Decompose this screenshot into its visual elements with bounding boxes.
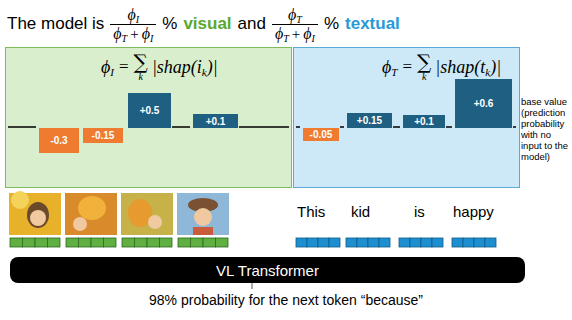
formula-text: textual — [345, 14, 400, 34]
formula-part: k — [202, 66, 207, 78]
formula-text: visual — [183, 14, 231, 34]
formula-part: = — [402, 57, 412, 77]
numerator: ϕT — [285, 6, 305, 24]
denominator: ϕT+ϕI — [110, 24, 156, 43]
formula-text: T — [122, 33, 128, 44]
base-value-note: base value (prediction probability with … — [521, 96, 570, 162]
shap-bar: +0.1 — [403, 115, 445, 128]
formula-text: T — [283, 33, 289, 44]
block-label: VL Transformer — [216, 262, 319, 279]
formula-text: ϕ — [113, 25, 121, 43]
formula-part: I — [110, 66, 114, 78]
formula-text: I — [136, 14, 139, 25]
base-line-segments — [8, 126, 516, 128]
denominator: ϕT+ϕI — [272, 24, 318, 43]
formula-part: |shap(i — [152, 57, 202, 78]
formula-part: ∑ — [134, 52, 148, 72]
sum-operator: ∑k — [134, 52, 148, 82]
formula-text: ϕ — [303, 25, 311, 43]
shap-bar: +0.6 — [455, 79, 512, 128]
formula-part: k — [139, 72, 143, 82]
token-word: is — [414, 203, 425, 220]
formula-part: T — [391, 66, 397, 78]
formula-text: ϕ — [142, 25, 150, 43]
formula-text: and — [238, 14, 266, 34]
formula-text: % — [162, 14, 177, 34]
sum-operator: ∑k — [417, 52, 431, 82]
formula-part: |shap(t — [435, 57, 485, 78]
output-tick — [252, 283, 253, 289]
shap-value: +0.5 — [140, 105, 160, 116]
formula-text: + — [130, 26, 138, 43]
shap-value: +0.6 — [474, 98, 494, 109]
shap-bar: -0.15 — [83, 128, 123, 143]
formula-part: = — [119, 57, 129, 77]
shap-bar: -0.3 — [39, 128, 79, 153]
output-note: 98% probability for the next token “beca… — [0, 292, 572, 308]
shap-value: +0.15 — [357, 115, 382, 126]
token-word: happy — [453, 203, 494, 220]
shap-value: -0.3 — [50, 135, 67, 146]
shap-value: +0.1 — [414, 116, 434, 127]
shap-value: -0.15 — [92, 130, 115, 141]
formula-part: )| — [207, 57, 218, 78]
shap-bar: +0.15 — [347, 113, 392, 128]
formula-text: ϕ — [127, 6, 135, 24]
fraction: ϕIϕT+ϕI — [110, 6, 156, 43]
formula: ϕI=∑k|shap(ik)| — [101, 52, 218, 82]
image-tokens — [10, 238, 228, 247]
token-word: This — [297, 203, 325, 220]
formula-part: k — [422, 72, 426, 82]
formula-text: ϕ — [288, 6, 296, 24]
formula-text: T — [296, 14, 302, 25]
shap-value: -0.05 — [310, 129, 333, 140]
formula-part: )| — [490, 57, 501, 78]
image-patches — [9, 191, 229, 235]
formula-part: k — [485, 66, 490, 78]
formula-text: I — [150, 33, 153, 44]
token-word: kid — [351, 203, 370, 220]
formula-text: % — [324, 14, 339, 34]
visual-region: ϕI=∑k|shap(ik)|-0.3-0.15+0.5+0.1 — [5, 47, 292, 188]
formula-part: ∑ — [417, 52, 431, 72]
formula-text: ϕ — [275, 25, 283, 43]
shap-bar: -0.05 — [303, 128, 339, 141]
fraction: ϕTϕT+ϕI — [272, 6, 318, 43]
shap-value: +0.1 — [206, 116, 226, 127]
formula-part: ϕ — [101, 57, 110, 78]
text-tokens — [296, 238, 496, 247]
formula-text: The model is — [7, 14, 104, 34]
share-formula: The model isϕIϕT+ϕI%visualandϕTϕT+ϕI%tex… — [4, 1, 403, 47]
formula-text: I — [312, 33, 315, 44]
transformer-block: VL Transformer — [10, 257, 525, 283]
formula: ϕT=∑k|shap(tk)| — [382, 52, 501, 82]
numerator: ϕI — [124, 6, 142, 24]
formula-part: ϕ — [382, 57, 391, 78]
formula-text: + — [292, 26, 300, 43]
shap-bar: +0.5 — [128, 93, 171, 128]
textual-region: ϕT=∑k|shap(tk)|-0.05+0.15+0.1+0.6 — [293, 47, 520, 188]
shap-bar: +0.1 — [193, 114, 238, 128]
